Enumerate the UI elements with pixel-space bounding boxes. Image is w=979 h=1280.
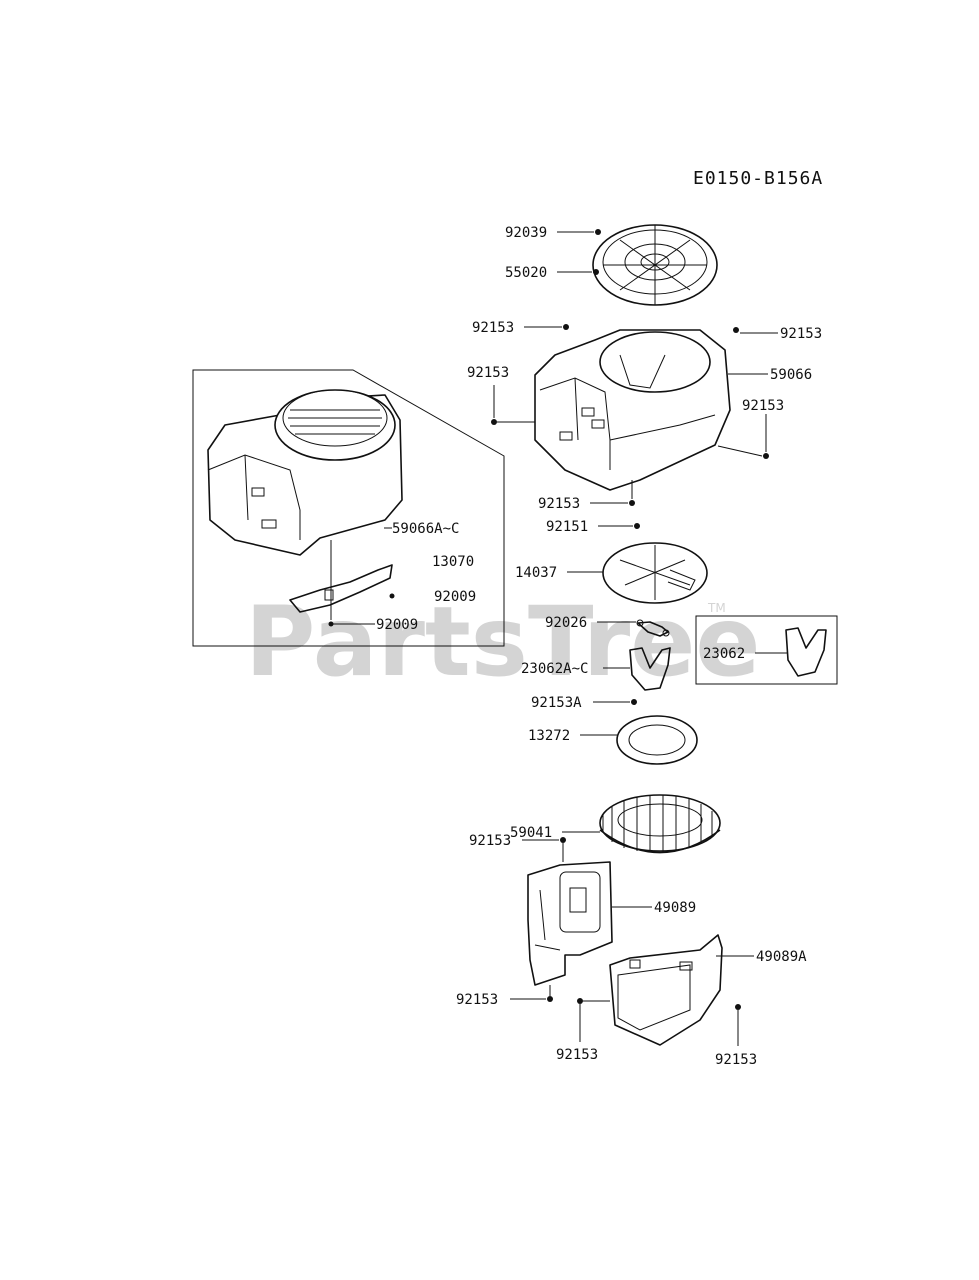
- bolt-92153-g[interactable]: [547, 996, 553, 1002]
- label-92153-i: 92153: [715, 1052, 757, 1068]
- label-92153-c: 92153: [467, 365, 509, 381]
- label-13070: 13070: [432, 554, 474, 570]
- label-92153-a: 92153: [472, 320, 514, 336]
- bolt-92153-h[interactable]: [577, 998, 583, 1004]
- bolt-92153-i[interactable]: [735, 1004, 741, 1010]
- bracket-part[interactable]: [785, 627, 827, 677]
- fan-part[interactable]: [599, 794, 721, 854]
- label-92039: 92039: [505, 225, 547, 241]
- diagram-code: E0150-B156A: [693, 168, 823, 189]
- label-59066: 59066: [770, 367, 812, 383]
- label-92009-a: 92009: [434, 589, 476, 605]
- watermark-trademark: TM: [707, 601, 726, 615]
- label-14037: 14037: [515, 565, 557, 581]
- label-92153-h: 92153: [556, 1047, 598, 1063]
- cover-alt-part[interactable]: [609, 934, 723, 1046]
- inset-frame: [192, 369, 505, 647]
- watermark-text: PartsTree: [245, 586, 760, 698]
- bolt-92039[interactable]: [595, 229, 601, 235]
- baffle-part[interactable]: [289, 564, 393, 613]
- fan-screen-part[interactable]: [592, 224, 718, 306]
- bracket-inset-frame: [695, 615, 838, 685]
- label-92153-g: 92153: [456, 992, 498, 1008]
- bolt-92153-e[interactable]: [629, 500, 635, 506]
- bolt-92009-a[interactable]: [389, 593, 395, 599]
- bolt-92153-a[interactable]: [563, 324, 569, 330]
- spacer-part[interactable]: [636, 619, 670, 637]
- bolt-92153-c[interactable]: [491, 419, 497, 425]
- bolt-92009-b[interactable]: [328, 621, 334, 627]
- label-92009-b: 92009: [376, 617, 418, 633]
- fan-plate-part[interactable]: [602, 542, 708, 604]
- bolt-92153A[interactable]: [631, 699, 637, 705]
- label-55020: 55020: [505, 265, 547, 281]
- label-92151: 92151: [546, 519, 588, 535]
- label-13272: 13272: [528, 728, 570, 744]
- label-92153A: 92153A: [531, 695, 582, 711]
- label-92153-f: 92153: [469, 833, 511, 849]
- bolt-92153-b[interactable]: [733, 327, 739, 333]
- label-49089: 49089: [654, 900, 696, 916]
- label-92026: 92026: [545, 615, 587, 631]
- label-92153-e: 92153: [538, 496, 580, 512]
- bolt-92153-f[interactable]: [560, 837, 566, 843]
- ring-part[interactable]: [616, 715, 698, 765]
- label-92153-d: 92153: [742, 398, 784, 414]
- label-23062A: 23062A~C: [521, 661, 588, 677]
- label-49089A: 49089A: [756, 949, 807, 965]
- bracket-alt-part[interactable]: [629, 647, 671, 691]
- cover-part[interactable]: [527, 861, 613, 986]
- bolt-92151[interactable]: [634, 523, 640, 529]
- shroud-part[interactable]: [534, 329, 731, 491]
- label-59041: 59041: [510, 825, 552, 841]
- shroud-alt-part[interactable]: [207, 389, 403, 556]
- bolt-92153-d[interactable]: [763, 453, 769, 459]
- label-92153-b: 92153: [780, 326, 822, 342]
- label-59066A: 59066A~C: [392, 521, 459, 537]
- label-23062: 23062: [703, 646, 745, 662]
